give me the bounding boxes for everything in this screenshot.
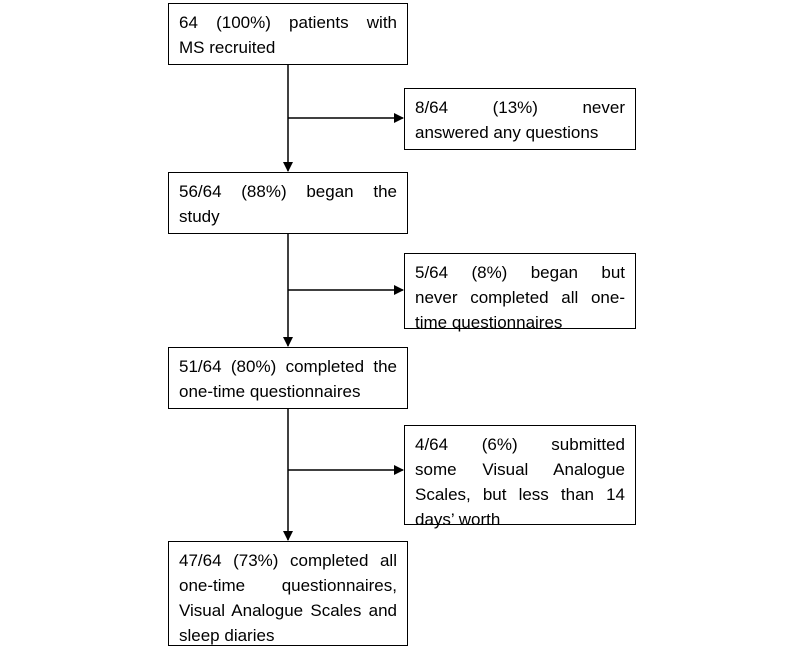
box-completed-all: 47/64 (73%) completed all one-time quest… (168, 541, 408, 646)
box-submitted-some-vas: 4/64 (6%) submitted some Visual Analogue… (404, 425, 636, 529)
box-never-answered: 8/64 (13%) never answered any questions (404, 88, 636, 150)
box-submitted-some-vas-line-1: 4/64 (6%) submitted (415, 435, 625, 454)
box-never-answered-line-1: 8/64 (13%) never (415, 98, 625, 117)
box-recruited-line-2: MS recruited (179, 38, 276, 57)
box-began-study-line-1: 56/64 (88%) began the (179, 182, 397, 201)
box-began-study-line-2: study (179, 207, 220, 226)
box-never-completed: 5/64 (8%) began but never completed all … (404, 253, 636, 332)
box-completed-all-line-1: 47/64 (73%) completed all (179, 551, 397, 570)
box-never-completed-line-1: 5/64 (8%) began but (415, 263, 625, 282)
box-completed-all-line-2: one-time questionnaires, (179, 576, 397, 595)
box-never-completed-line-2: never completed all one- (415, 288, 625, 307)
box-submitted-some-vas-line-2: some Visual Analogue (415, 460, 625, 479)
box-submitted-some-vas-line-3: Scales, but less than 14 (415, 485, 625, 504)
box-completed-one-time: 51/64 (80%) completed the one-time quest… (168, 347, 408, 409)
box-completed-one-time-line-1: 51/64 (80%) completed the (179, 357, 397, 376)
box-never-answered-line-2: answered any questions (415, 123, 599, 142)
box-recruited-line-1: 64 (100%) patients with (179, 13, 397, 32)
box-completed-all-line-4: sleep diaries (179, 626, 275, 645)
box-completed-one-time-line-2: one-time questionnaires (179, 382, 361, 401)
box-began-study: 56/64 (88%) began the study (168, 172, 408, 234)
box-recruited: 64 (100%) patients with MS recruited (168, 3, 408, 65)
box-completed-all-line-3: Visual Analogue Scales and (179, 601, 397, 620)
box-never-completed-line-3: time questionnaires (415, 313, 563, 332)
box-submitted-some-vas-line-4: days’ worth (415, 510, 501, 529)
